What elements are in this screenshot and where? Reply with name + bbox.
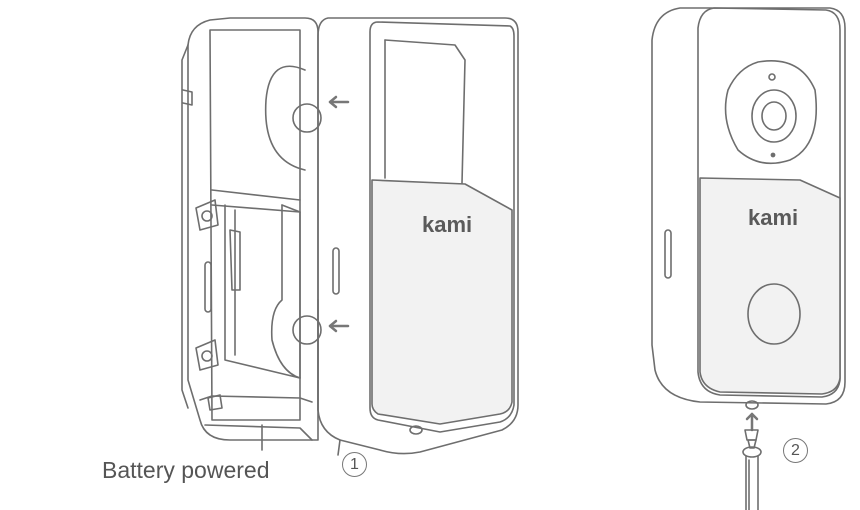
slide-arrow-bottom: [328, 319, 350, 333]
front-cover: [317, 17, 519, 456]
screw-and-screwdriver: [742, 429, 762, 510]
step-1-marker: 1: [342, 452, 367, 477]
brand-logo-left: kami: [422, 212, 472, 237]
mounting-bracket: [181, 17, 322, 451]
battery-powered-label: Battery powered: [102, 457, 270, 483]
brand-logo-right: kami: [748, 205, 798, 230]
step-2-marker: 2: [783, 438, 808, 463]
screw-arrow: [745, 412, 759, 432]
slide-arrow-top: [328, 95, 350, 109]
assembled-doorbell: [651, 7, 846, 410]
